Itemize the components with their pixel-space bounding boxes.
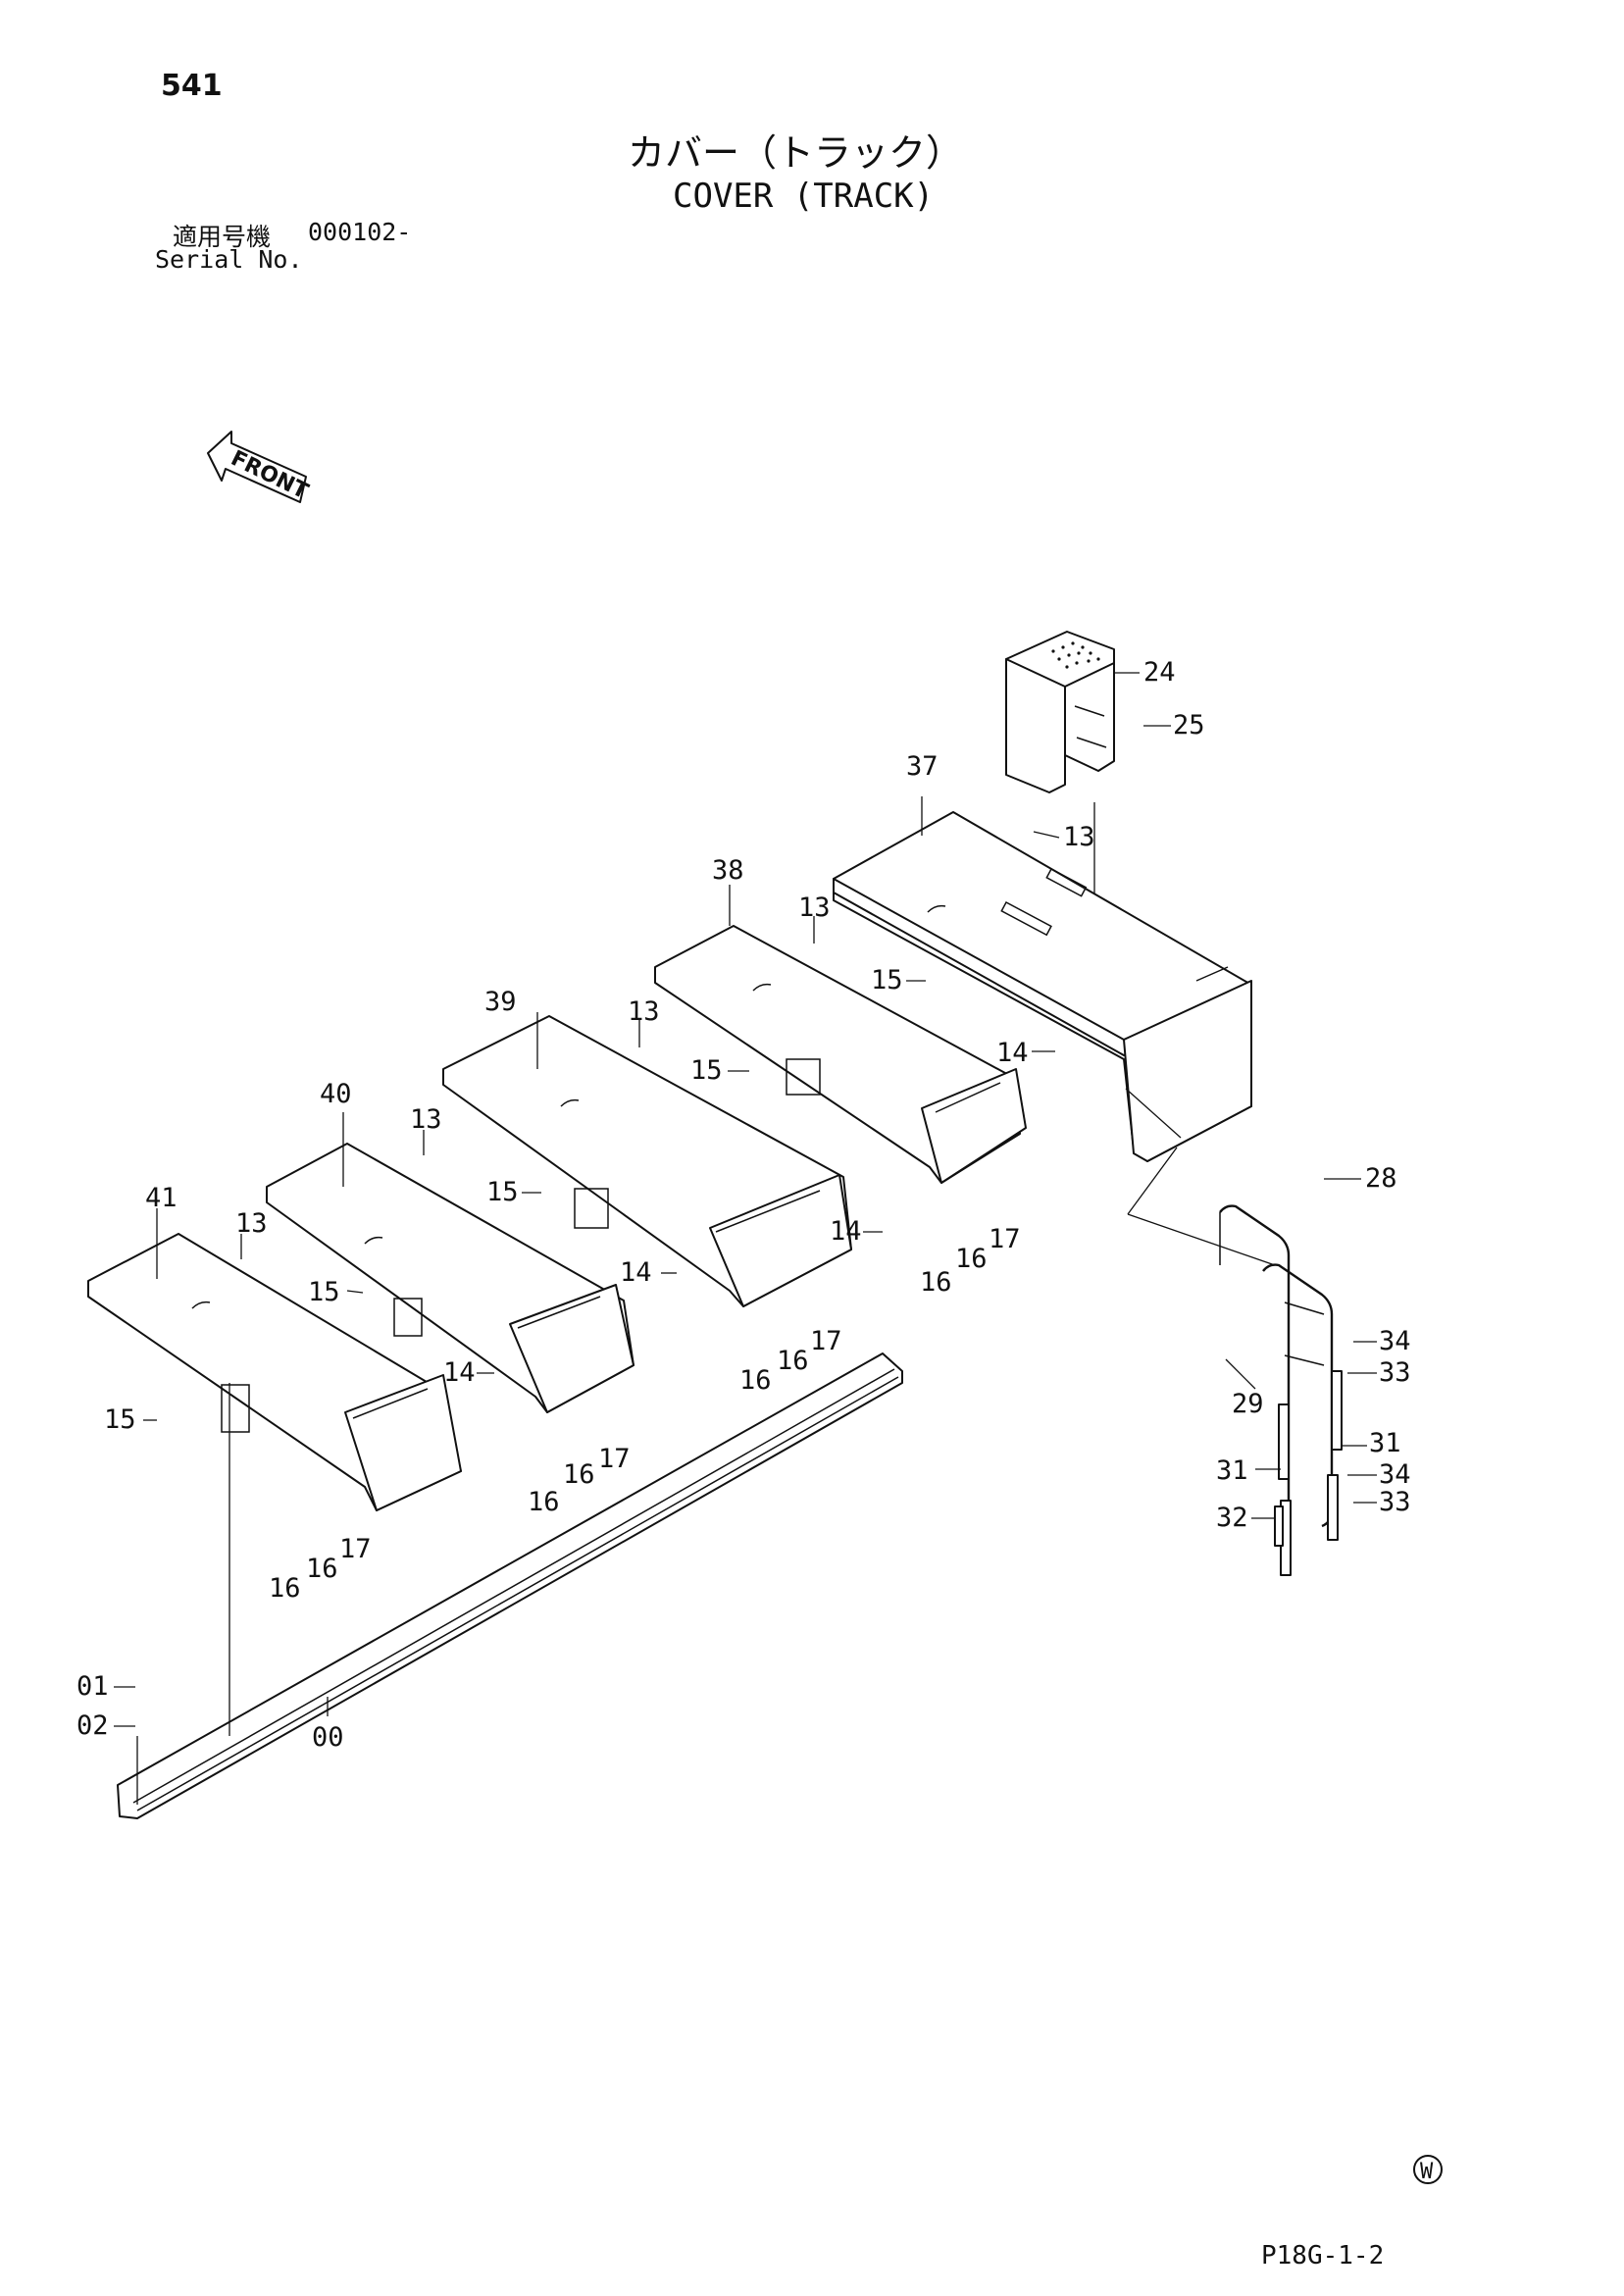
callout-label: 38: [712, 855, 744, 886]
callout-label: 16: [739, 1365, 772, 1396]
callout-label: 13: [1063, 822, 1095, 852]
callout-label: 25: [1173, 710, 1205, 740]
callout-label: 15: [308, 1277, 340, 1307]
callout-label: 16: [306, 1554, 338, 1584]
callout-label: 34: [1379, 1459, 1411, 1490]
callout-label: 33: [1379, 1357, 1411, 1388]
callout-label: 28: [1365, 1163, 1397, 1194]
cover-plate-39: [442, 1015, 852, 1307]
callout-label: 13: [235, 1208, 268, 1239]
cover-plate-40: [266, 1143, 634, 1413]
title-japanese: カバー（トラック）: [628, 131, 964, 175]
callout-label: 17: [810, 1326, 842, 1356]
callout-label: 40: [320, 1079, 352, 1109]
callout-label: 13: [798, 893, 831, 923]
callout-label: 01: [76, 1671, 109, 1702]
callout-label: 32: [1216, 1503, 1248, 1533]
callout-label: 16: [563, 1459, 595, 1490]
callout-label: 24: [1143, 657, 1176, 688]
callout-label: 15: [871, 965, 903, 995]
callout-label: 17: [339, 1534, 372, 1564]
callout-label: 16: [955, 1244, 988, 1274]
leader-lines: [114, 672, 1377, 1805]
callout-label: 39: [484, 987, 517, 1017]
page-number: 541: [161, 69, 223, 103]
callout-label: 14: [443, 1357, 476, 1388]
cover-plate-38: [654, 925, 1027, 1184]
step-box-part: [1005, 631, 1115, 916]
callout-label: 34: [1379, 1326, 1411, 1356]
callout-label: 29: [1232, 1389, 1264, 1419]
callout-label: 41: [145, 1183, 178, 1213]
callout-label: 16: [920, 1267, 952, 1298]
callout-label: 02: [76, 1710, 109, 1741]
circled-w-icon: W: [1413, 2155, 1443, 2184]
callout-label: 37: [906, 751, 939, 782]
serial-number-value: 000102-: [308, 218, 412, 246]
callout-label: 15: [690, 1055, 723, 1086]
callout-label: 14: [620, 1257, 652, 1288]
ladder-bar-part: [1274, 1370, 1343, 1576]
cover-plate-41: [87, 1233, 462, 1511]
callout-label: 14: [996, 1038, 1029, 1068]
callout-label: 13: [628, 996, 660, 1027]
callout-label: 17: [989, 1224, 1021, 1254]
callout-label: 31: [1369, 1428, 1401, 1458]
callout-label: 14: [830, 1216, 862, 1247]
page-code: P18G-1-2: [1261, 2241, 1385, 2270]
callout-label: 31: [1216, 1455, 1248, 1486]
serial-label-english: Serial No.: [155, 245, 303, 274]
callout-label: 15: [104, 1404, 136, 1435]
callout-label: 13: [410, 1104, 442, 1135]
front-arrow-icon: FRONT: [207, 431, 312, 504]
callout-label: 33: [1379, 1487, 1411, 1517]
callout-labels: 24 25 37 13 38 13 15 14 39 13 15 14 40 1…: [76, 657, 1411, 1753]
callout-label: 16: [528, 1487, 560, 1517]
serial-label-japanese: 適用号機: [173, 223, 272, 251]
callout-label: 16: [777, 1346, 809, 1376]
callout-label: 00: [312, 1722, 344, 1753]
circled-w-letter: W: [1420, 2160, 1434, 2184]
frame-rail-part: [117, 1352, 903, 1819]
callout-label: 15: [486, 1177, 519, 1207]
callout-label: 17: [598, 1444, 631, 1474]
callout-label: 16: [269, 1573, 301, 1604]
title-english: COVER (TRACK): [673, 177, 935, 216]
